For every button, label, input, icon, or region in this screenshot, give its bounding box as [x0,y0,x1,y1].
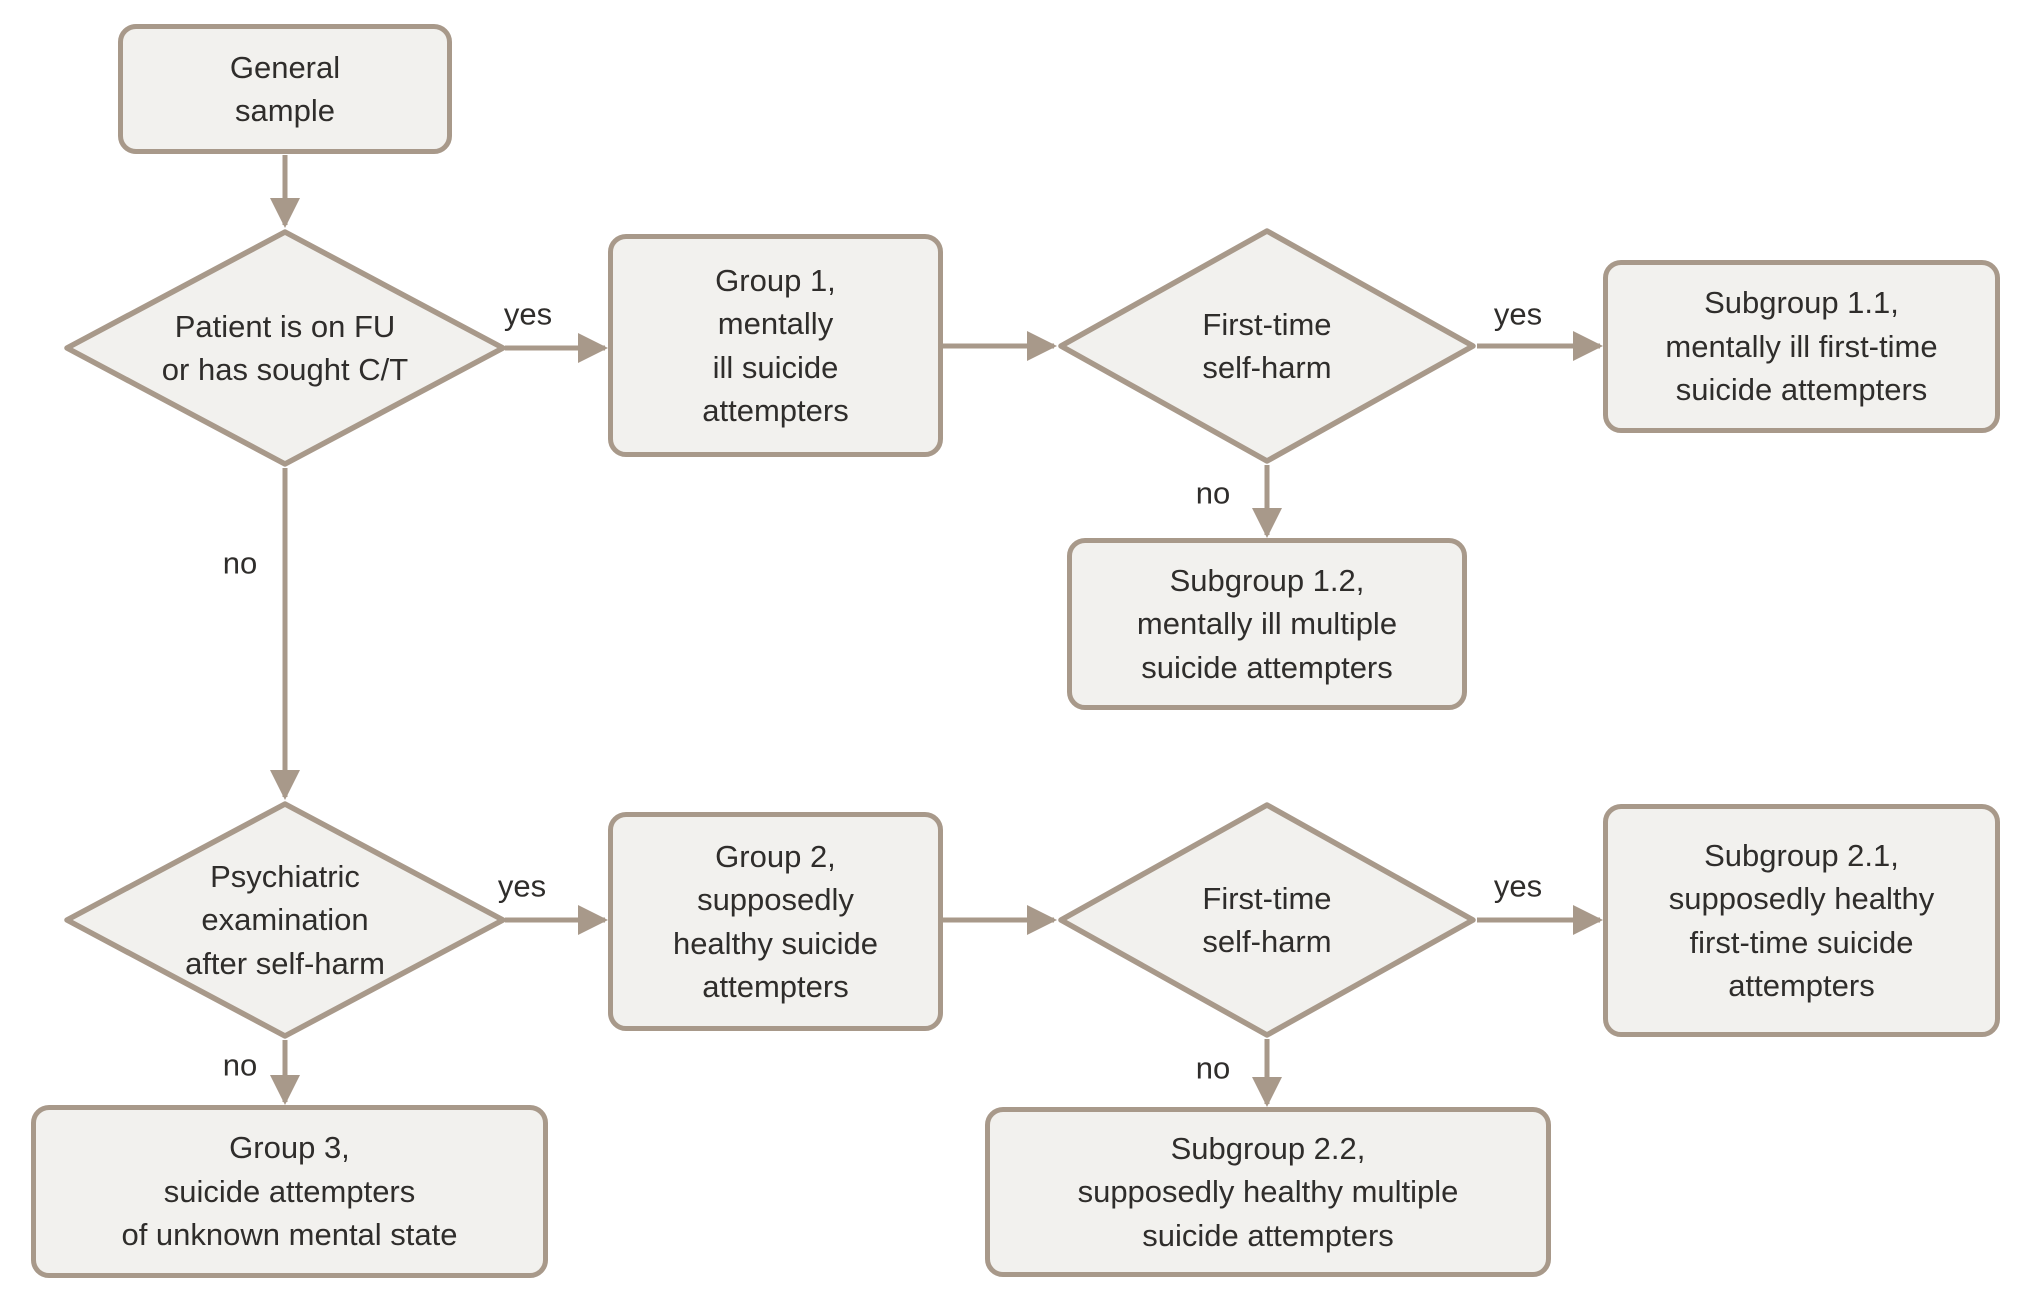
diamond-shape [64,229,506,467]
edge-label-first-time-bottom-yes: yes [1493,868,1543,904]
edge-label-psych-exam-yes: yes [497,868,547,904]
node-subgroup11: Subgroup 1.1, mentally ill first-time su… [1603,260,2000,433]
edge-label-followup-no: no [222,545,258,581]
node-subgroup11-label: Subgroup 1.1, mentally ill first-time su… [1665,285,1938,408]
node-group3-label: Group 3, suicide attempters of unknown m… [121,1130,458,1253]
edge-label-psych-exam-no: no [222,1047,258,1083]
node-subgroup22: Subgroup 2.2, supposedly healthy multipl… [985,1107,1551,1277]
edge-label-first-time-top-yes: yes [1493,296,1543,332]
node-subgroup12-label: Subgroup 1.2, mentally ill multiple suic… [1136,562,1398,685]
node-decision-psych-exam-label: Psychiatric examination after self-harm [185,858,385,981]
node-group1-label: Group 1, mentally ill suicide attempters [702,262,849,428]
node-decision-first-time-top: First-time self-harm [1057,227,1477,465]
diamond-shape [1058,228,1476,464]
node-decision-followup: Patient is on FU or has sought C/T [63,228,507,468]
node-subgroup21: Subgroup 2.1, supposedly healthy first-t… [1603,804,2000,1037]
edge-label-first-time-top-no: no [1195,475,1231,511]
node-decision-psych-exam: Psychiatric examination after self-harm [63,800,507,1040]
node-decision-followup-label: Patient is on FU or has sought C/T [161,308,409,387]
node-general-sample-label: General sample [229,49,341,128]
node-group1: Group 1, mentally ill suicide attempters [608,234,943,457]
node-group3: Group 3, suicide attempters of unknown m… [31,1105,548,1278]
node-subgroup12: Subgroup 1.2, mentally ill multiple suic… [1067,538,1467,710]
edge-label-first-time-bottom-no: no [1195,1050,1231,1086]
edge-label-followup-yes: yes [503,296,553,332]
node-subgroup21-label: Subgroup 2.1, supposedly healthy first-t… [1668,837,1935,1003]
node-group2-label: Group 2, supposedly healthy suicide atte… [672,838,879,1004]
node-decision-first-time-top-label: First-time self-harm [1202,306,1332,385]
node-subgroup22-label: Subgroup 2.2, supposedly healthy multipl… [1077,1130,1459,1253]
node-group2: Group 2, supposedly healthy suicide atte… [608,812,943,1031]
node-decision-first-time-bottom: First-time self-harm [1057,801,1477,1039]
node-general-sample: General sample [118,24,452,154]
node-decision-first-time-bottom-label: First-time self-harm [1202,880,1332,959]
diamond-shape [64,801,506,1039]
diamond-shape [1058,802,1476,1038]
